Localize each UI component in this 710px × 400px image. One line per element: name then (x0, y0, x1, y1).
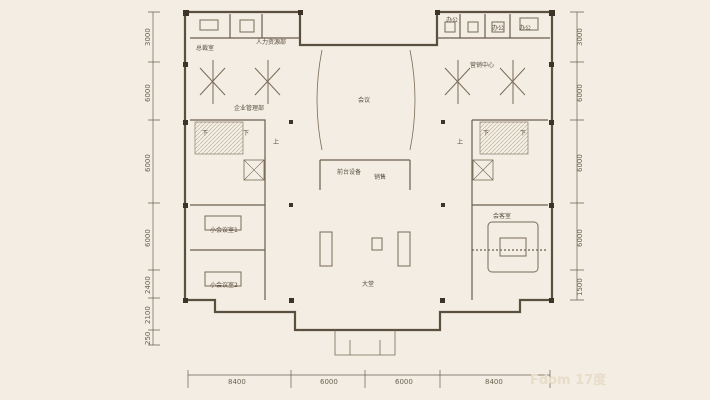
columns (183, 10, 555, 303)
dim-right-2: 6000 (576, 84, 584, 102)
bottom-dimensions: 8400 6000 6000 8400 (187, 370, 551, 388)
stairs (194, 121, 529, 181)
label-stair-up: 上 (457, 138, 463, 146)
label-ceo-office: 总裁室 (196, 44, 214, 52)
label-office-2: 办公 (492, 24, 504, 32)
dim-left-4: 6000 (144, 229, 152, 247)
label-office-3: 办公 (519, 24, 531, 32)
dim-bottom-3: 6000 (395, 378, 413, 386)
label-stair-down: 下 (202, 130, 208, 137)
meeting-tables (204, 215, 539, 287)
label-stair-down: 下 (520, 130, 526, 137)
label-hall-upper: 会议 (358, 96, 370, 104)
label-lobby: 大堂 (362, 280, 374, 288)
office-furniture (199, 17, 539, 104)
interior-walls (190, 14, 550, 300)
dim-left-1: 3000 (144, 28, 152, 46)
dim-right-1: 3000 (576, 28, 584, 46)
outer-walls (183, 10, 554, 332)
room-labels: 总裁室 人力资源部 企业管理部 办公 办公 办公 营销中心 会议 前台设备 销售… (196, 16, 531, 289)
label-stair-up: 上 (273, 138, 279, 146)
right-dimensions: 3000 6000 6000 6000 1500 (570, 11, 584, 301)
hall-curves (316, 49, 416, 356)
label-meeting-1: 小会议室1 (210, 226, 238, 234)
label-stair-down: 下 (243, 130, 249, 137)
label-meeting-2: 小会议室2 (210, 281, 238, 289)
dim-left-6: 2100 (144, 306, 152, 324)
label-hr-dept: 人力资源部 (256, 38, 286, 46)
dim-bottom-1: 8400 (228, 378, 246, 386)
left-dimensions: 3000 6000 6000 6000 2400 2100 250 (144, 11, 160, 346)
dim-left-7: 250 (144, 332, 152, 345)
watermark: Fdom 17度 (530, 372, 607, 388)
dim-right-4: 6000 (576, 229, 584, 247)
dim-right-5: 1500 (576, 278, 584, 296)
label-reception: 会客室 (493, 212, 511, 220)
dim-right-3: 6000 (576, 154, 584, 172)
label-office-1: 办公 (446, 16, 458, 24)
dim-bottom-4: 8400 (485, 378, 503, 386)
label-marketing-center: 营销中心 (470, 61, 494, 69)
dim-left-3: 6000 (144, 154, 152, 172)
dim-left-2: 6000 (144, 84, 152, 102)
label-stair-down: 下 (483, 130, 489, 137)
dim-left-5: 2400 (144, 276, 152, 294)
dim-bottom-2: 6000 (320, 378, 338, 386)
label-equipment: 前台设备 (337, 168, 361, 176)
label-sales: 销售 (374, 173, 386, 181)
label-enterprise-mgmt: 企业管理部 (234, 104, 264, 112)
